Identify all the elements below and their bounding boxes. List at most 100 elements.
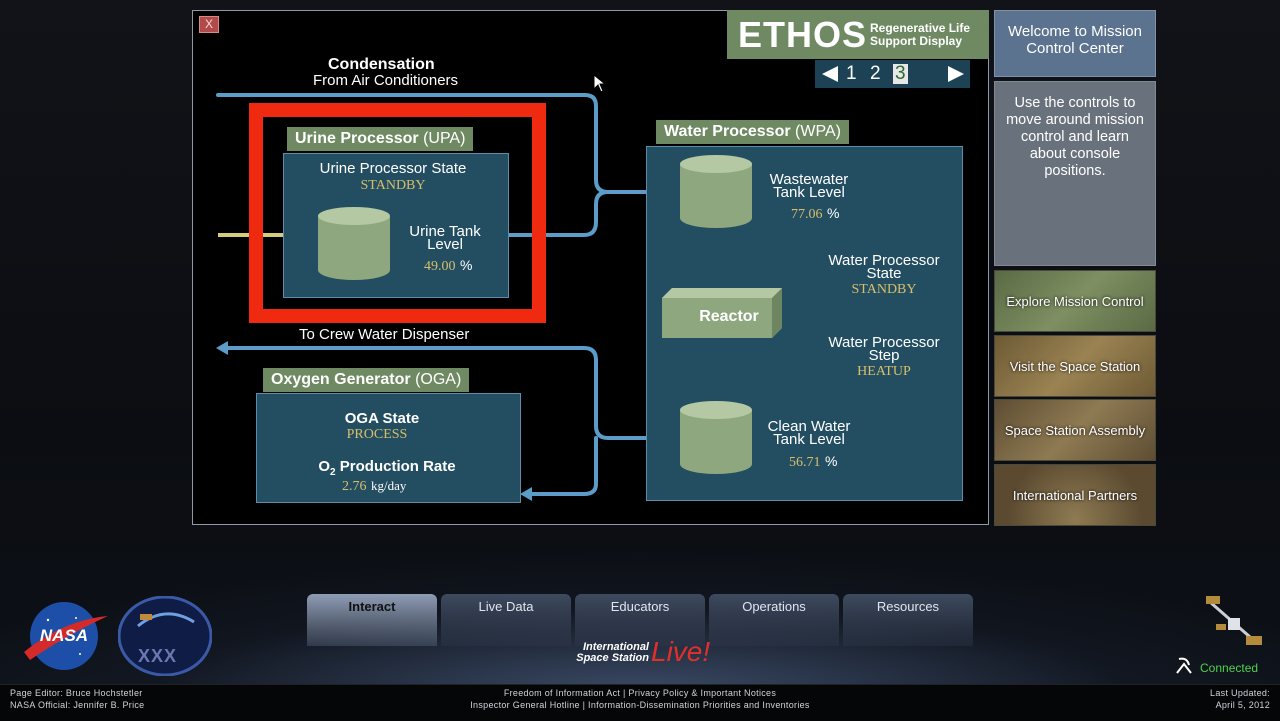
explore-mission-control-tile[interactable]: Explore Mission Control xyxy=(994,270,1156,332)
footer-links-line1[interactable]: Freedom of Information Act | Privacy Pol… xyxy=(503,688,777,698)
iss-live-logo-live: Live! xyxy=(651,636,711,667)
tab-interact[interactable]: Interact xyxy=(307,594,437,646)
nasa-logo[interactable] xyxy=(18,600,110,672)
footer-bar xyxy=(0,684,1280,721)
urine-tank-icon xyxy=(318,207,390,280)
visit-space-station-tile[interactable]: Visit the Space Station xyxy=(994,335,1156,397)
international-partners-tile[interactable]: International Partners xyxy=(994,464,1156,526)
iss-live-line2: Space Station xyxy=(576,652,649,664)
satellite-dish-icon xyxy=(1176,657,1192,674)
ethos-subtitle-line2: Support Display xyxy=(870,34,963,48)
oga-box[interactable] xyxy=(256,393,521,503)
expedition-patch-text: XXX xyxy=(138,646,178,666)
condensation-subtitle: From Air Conditioners xyxy=(313,72,459,89)
urine-tank-value: 49.00 xyxy=(424,259,456,274)
wpa-step-value: HEATUP xyxy=(857,364,911,379)
ethos-badge xyxy=(727,10,989,59)
wpa-state-label-line1: Water Processor xyxy=(828,252,940,269)
o2-production-rate-readout: 2.76 kg/day xyxy=(342,477,406,495)
next-page-arrow-icon[interactable] xyxy=(948,66,964,82)
space-station-assembly-tile[interactable]: Space Station Assembly xyxy=(994,399,1156,461)
clean-water-tank-label: Clean Water Tank Level xyxy=(754,418,864,448)
o2-rate-label-o: O xyxy=(318,458,331,475)
ethos-title: ETHOS xyxy=(738,14,868,55)
clean-water-label-line2: Tank Level xyxy=(773,431,845,448)
welcome-panel: Welcome to Mission Control Center xyxy=(994,10,1156,77)
oga-header: Oxygen Generator (OGA) xyxy=(263,368,470,392)
wpa-state-value: STANDBY xyxy=(851,282,917,297)
reactor-label: Reactor xyxy=(699,308,759,325)
clean-water-tank-icon xyxy=(680,401,752,474)
page-3-link-current[interactable]: 3 xyxy=(893,63,908,84)
footer-links-line2[interactable]: Inspector General Hotline | Information-… xyxy=(470,700,810,710)
page-editor-credit: Page Editor: Bruce Hochstetler xyxy=(10,688,143,698)
upa-state-label: Urine Processor State xyxy=(319,160,467,177)
clean-water-unit: % xyxy=(824,453,838,469)
tab-resources[interactable]: Resources xyxy=(843,594,973,646)
expedition-patch xyxy=(118,596,212,676)
last-updated-date: April 5, 2012 xyxy=(1215,700,1270,710)
tab-operations[interactable]: Operations xyxy=(709,594,839,646)
wastewater-label-line2: Tank Level xyxy=(773,184,845,201)
mouse-cursor-icon xyxy=(593,74,607,93)
urine-tank-readout: 49.00 % xyxy=(424,257,472,275)
wastewater-tank-label: Wastewater Tank Level xyxy=(754,171,864,201)
wpa-step-label: Water Processor Step xyxy=(819,334,949,364)
upa-highlight-frame xyxy=(249,103,546,323)
tab-live-data[interactable]: Live Data xyxy=(441,594,571,646)
space-station-icon xyxy=(1206,596,1262,646)
page-2-link[interactable]: 2 xyxy=(870,63,881,84)
page-1-link[interactable]: 1 xyxy=(846,63,857,84)
iss-live-line1: International xyxy=(582,641,649,653)
o2-rate-value: 2.76 xyxy=(342,479,367,494)
crew-water-dispenser-label: To Crew Water Dispenser xyxy=(299,326,470,343)
wpa-header-name: Water Processor xyxy=(664,123,791,140)
connection-status: Connected xyxy=(1200,661,1259,675)
last-updated: Last Updated: April 5, 2012 xyxy=(1150,687,1270,711)
o2-rate-unit: kg/day xyxy=(370,478,407,493)
urine-tank-label-line2: Level xyxy=(427,236,463,253)
reactor-block xyxy=(662,288,782,338)
wpa-header-abbr: (WPA) xyxy=(795,123,841,140)
wpa-state-label: Water Processor State xyxy=(819,252,949,282)
wpa-step-label-line2: Step xyxy=(868,347,900,364)
oga-header-abbr: (OGA) xyxy=(415,371,462,388)
upa-header: Urine Processor (UPA) xyxy=(287,127,474,151)
instructions-panel: Use the controls to move around mission … xyxy=(994,81,1156,266)
wastewater-tank-icon xyxy=(680,155,752,228)
iss-live-logo-text: International Space Station xyxy=(561,642,649,664)
clean-water-label-line1: Clean Water xyxy=(767,418,851,435)
oga-header-name: Oxygen Generator xyxy=(271,371,411,388)
condensation-title: Condensation xyxy=(328,56,435,73)
wastewater-unit: % xyxy=(826,205,840,221)
last-updated-label: Last Updated: xyxy=(1210,688,1270,698)
oga-state-value: PROCESS xyxy=(346,427,408,442)
footer-links: Freedom of Information Act | Privacy Pol… xyxy=(380,687,900,711)
urine-tank-label-line1: Urine Tank xyxy=(409,223,481,240)
wpa-step-label-line1: Water Processor xyxy=(828,334,940,351)
upa-header-name: Urine Processor xyxy=(295,130,419,147)
crew-water-flow-line xyxy=(224,346,682,440)
ethos-subtitle: Regenerative Life Support Display xyxy=(870,22,970,48)
clean-water-value: 56.71 xyxy=(789,455,821,470)
clean-water-readout: 56.71 % xyxy=(789,453,837,471)
page-selector xyxy=(815,60,970,88)
wastewater-readout: 77.06 % xyxy=(791,205,839,223)
wastewater-value: 77.06 xyxy=(791,207,823,222)
nasa-official-credit: NASA Official: Jennifer B. Price xyxy=(10,700,145,710)
tab-educators[interactable]: Educators xyxy=(575,594,705,646)
clean-to-oga-flow-line xyxy=(528,436,598,496)
upa-header-abbr: (UPA) xyxy=(423,130,466,147)
wpa-header: Water Processor (WPA) xyxy=(656,120,849,144)
urine-tank-unit: % xyxy=(459,257,473,273)
wastewater-label-line1: Wastewater xyxy=(769,171,849,188)
oga-state-label: OGA State xyxy=(344,410,420,427)
previous-page-arrow-icon[interactable] xyxy=(822,66,838,82)
wpa-state-label-line2: State xyxy=(866,265,902,282)
close-button[interactable]: X xyxy=(199,16,219,33)
o2-rate-label-sub: 2 xyxy=(330,467,336,478)
upa-to-wpa-flow-line xyxy=(506,190,610,237)
o2-production-rate-label: O2 Production Rate xyxy=(256,458,518,478)
ethos-subtitle-line1: Regenerative Life xyxy=(870,21,971,35)
footer-credits: Page Editor: Bruce Hochstetler NASA Offi… xyxy=(10,687,144,711)
